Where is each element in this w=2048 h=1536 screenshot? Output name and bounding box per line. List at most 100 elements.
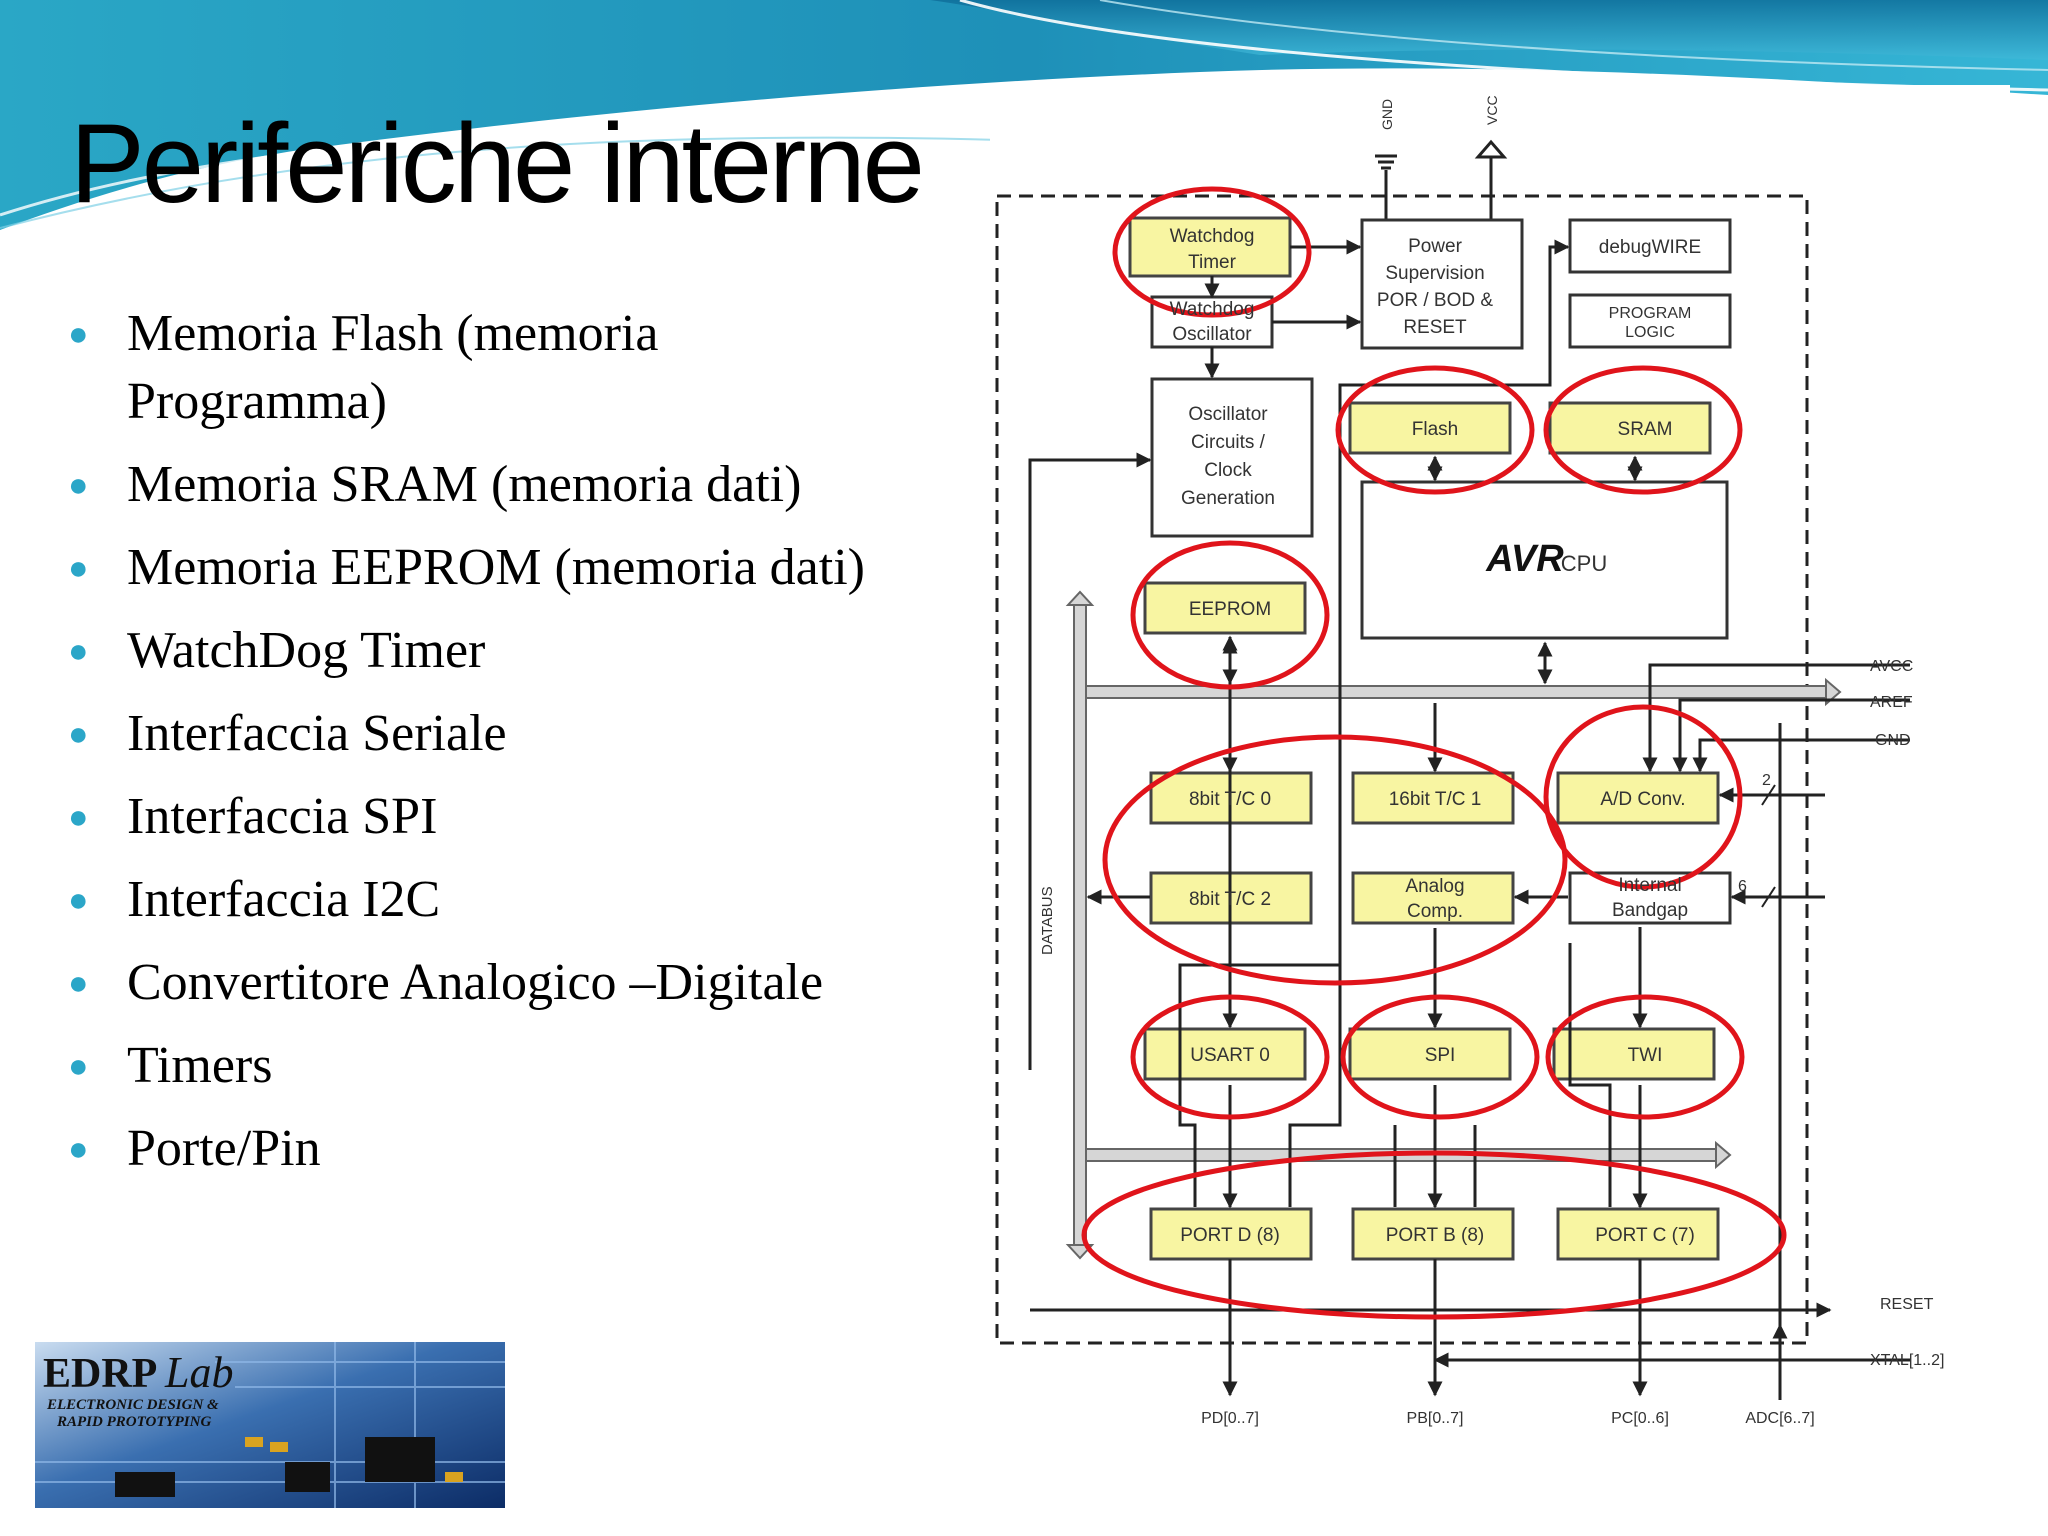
- flash-block: [1348, 401, 1512, 455]
- list-item: ● Memoria SRAM (memoria dati): [68, 451, 968, 519]
- watchdog-osc-label-2: Oscillator: [1172, 324, 1252, 345]
- highlight-sram: [1543, 365, 1743, 495]
- power-supervision-block: [1360, 218, 1524, 350]
- adc-label: A/D Conv.: [1600, 789, 1685, 810]
- watchdog-timer-block: [1128, 216, 1292, 278]
- bullet-text: Memoria SRAM (memoria dati): [127, 456, 802, 513]
- power-label-2: Supervision: [1385, 263, 1484, 284]
- bullet-icon: ●: [68, 1047, 89, 1085]
- oscillator-label-3: Clock: [1204, 460, 1252, 481]
- watchdog-timer-label-2: Timer: [1188, 252, 1237, 273]
- watchdog-osc-label-1: Watchdog: [1170, 299, 1255, 320]
- gnd-right-label: GND: [1875, 732, 1911, 749]
- list-item: ● Convertitore Analogico –Digitale: [68, 949, 968, 1017]
- pb-pins-label: PB[0..7]: [1407, 1410, 1464, 1427]
- bullet-text: Interfaccia I2C: [127, 871, 441, 928]
- highlight-watchdog: [1112, 186, 1312, 318]
- highlight-spi: [1340, 994, 1540, 1120]
- portb-block: [1351, 1207, 1515, 1261]
- bullet-text: WatchDog Timer: [127, 622, 486, 679]
- vcc-pin: VCC: [1474, 95, 1508, 223]
- cpu-label: CPU: [1561, 551, 1607, 576]
- pd-pins-label: PD[0..7]: [1201, 1410, 1259, 1427]
- tc2-label: 8bit T/C 2: [1189, 889, 1271, 910]
- debugwire-block: [1568, 218, 1732, 274]
- oscillator-label-4: Generation: [1181, 488, 1275, 509]
- bullet-text: Interfaccia SPI: [127, 788, 438, 845]
- logo-tagline-1: ELECTRONIC DESIGN &: [46, 1397, 219, 1413]
- list-item: ● Interfaccia SPI: [68, 783, 968, 851]
- bullet-text: Memoria EEPROM (memoria dati): [127, 539, 865, 596]
- analog-comp-block: [1351, 871, 1515, 925]
- program-logic-label-1: PROGRAM: [1609, 305, 1692, 322]
- portc-label: PORT C (7): [1595, 1225, 1695, 1246]
- usart-label: USART 0: [1190, 1045, 1270, 1066]
- tc1-label: 16bit T/C 1: [1389, 789, 1482, 810]
- power-label-3: POR / BOD &: [1377, 290, 1493, 311]
- highlight-usart: [1130, 994, 1330, 1120]
- header-wave-banner: [0, 0, 2048, 230]
- list-item: ●WatchDog Timer: [68, 617, 968, 685]
- highlight-adc: [1543, 704, 1743, 890]
- adc-pins-label: ADC[6..7]: [1745, 1410, 1814, 1427]
- tc0-label: 8bit T/C 0: [1189, 789, 1271, 810]
- bullet-icon: ●: [68, 798, 89, 836]
- bullet-icon: ●: [68, 881, 89, 919]
- bullet-icon: ●: [68, 466, 89, 504]
- oscillator-label-1: Oscillator: [1188, 404, 1268, 425]
- program-logic-block: [1568, 293, 1732, 349]
- bullet-icon: ●: [68, 1130, 89, 1168]
- internal-bus: [1085, 677, 1842, 1170]
- debugwire-label: debugWIRE: [1599, 237, 1701, 258]
- analog-comp-label-2: Comp.: [1407, 901, 1463, 922]
- portd-block: [1149, 1207, 1313, 1261]
- oscillator-label-2: Circuits /: [1191, 432, 1266, 453]
- program-logic-label-2: LOGIC: [1625, 324, 1675, 341]
- bullet-text: Convertitore Analogico –Digitale: [127, 954, 824, 1011]
- gnd-label: GND: [1379, 99, 1395, 130]
- sram-block: [1548, 401, 1712, 455]
- pc-pins-label: PC[0..6]: [1611, 1410, 1669, 1427]
- gnd-pin: GND: [1375, 99, 1397, 223]
- aref-label: AREF: [1870, 694, 1913, 711]
- highlight-timers: [1102, 734, 1568, 986]
- bullet-text-cont: Programma): [127, 373, 387, 430]
- highlight-flash: [1335, 365, 1535, 495]
- vcc-label: VCC: [1484, 95, 1500, 125]
- watchdog-timer-label-1: Watchdog: [1170, 226, 1255, 247]
- cpu-block: [1360, 480, 1729, 640]
- analog-comp-label-1: Analog: [1405, 876, 1464, 897]
- list-item: ● Timers: [68, 1032, 968, 1100]
- highlight-twi: [1545, 994, 1745, 1120]
- logo-tagline-2: RAPID PROTOTYPING: [56, 1414, 211, 1430]
- list-item: ● Memoria EEPROM (memoria dati): [68, 534, 968, 602]
- chip-boundary: [995, 194, 1809, 1345]
- list-item: ● Porte/Pin: [68, 1115, 968, 1183]
- bullet-text: Interfaccia Seriale: [127, 705, 507, 762]
- bullet-text: Porte/Pin: [127, 1120, 321, 1177]
- bullet-icon: ●: [68, 549, 89, 587]
- bullet-text: Memoria Flash (memoria: [127, 305, 659, 362]
- usart-block: [1143, 1027, 1307, 1081]
- adc-block: [1556, 771, 1720, 825]
- databus-label: DATABUS: [1039, 886, 1056, 955]
- reset-label: RESET: [1880, 1296, 1934, 1313]
- list-item: ● Interfaccia I2C: [68, 866, 968, 934]
- bandgap-block: [1568, 871, 1732, 925]
- bullet-text: Timers: [127, 1037, 273, 1094]
- spi-label: SPI: [1425, 1045, 1456, 1066]
- slide-title: Periferiche interne: [70, 101, 925, 226]
- twi-block: [1552, 1027, 1716, 1081]
- list-item: ●Interfaccia Seriale: [68, 700, 968, 768]
- highlight-ports: [1081, 1150, 1787, 1320]
- power-label-1: Power: [1408, 236, 1463, 257]
- bullet-icon: ●: [68, 315, 89, 353]
- adc-bits-6: 6: [1738, 878, 1747, 895]
- bullet-icon: ●: [68, 964, 89, 1002]
- portd-label: PORT D (8): [1180, 1225, 1280, 1246]
- eeprom-label: EEPROM: [1189, 599, 1271, 620]
- twi-label: TWI: [1628, 1045, 1663, 1066]
- avcc-label: AVCC: [1870, 658, 1913, 675]
